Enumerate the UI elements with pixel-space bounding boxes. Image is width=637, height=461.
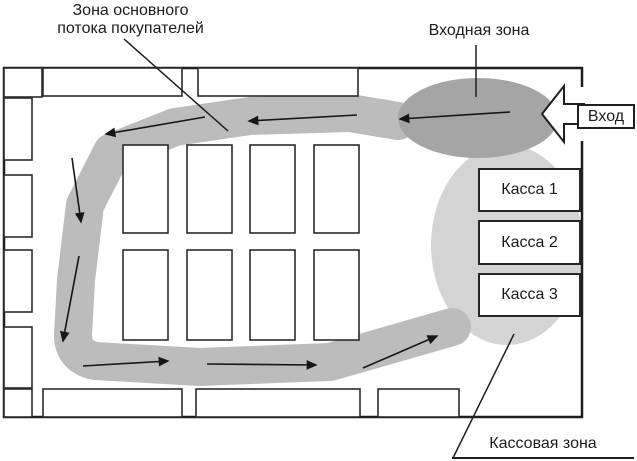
shelf xyxy=(3,67,43,98)
main-flow-zone-label-line2: потока покупателей xyxy=(57,20,204,37)
shelf xyxy=(249,144,296,234)
shelf xyxy=(377,388,460,418)
shelf xyxy=(313,144,360,234)
checkout-3: Касса 3 xyxy=(478,273,581,317)
shelf xyxy=(42,67,183,97)
shelf xyxy=(3,174,33,238)
flow-arrow xyxy=(59,255,80,343)
shelf xyxy=(3,326,33,389)
shelf xyxy=(122,249,169,341)
entrance-zone-ellipse xyxy=(398,78,558,158)
flow-arrow xyxy=(104,116,206,138)
entrance-zone-label: Входная зона xyxy=(428,22,530,39)
checkout-1: Касса 1 xyxy=(478,168,581,212)
shelf xyxy=(122,144,169,234)
checkout-2: Касса 2 xyxy=(478,220,581,265)
shelf xyxy=(3,388,33,418)
shelves-group xyxy=(3,67,460,418)
main-flow-zone-label: Зона основного потока покупателей xyxy=(28,2,233,38)
shelf xyxy=(195,388,361,418)
shelf xyxy=(3,97,33,161)
flow-arrow xyxy=(71,157,85,224)
flow-arrow xyxy=(82,356,170,367)
entrance-sign: Вход xyxy=(577,104,635,129)
store-walls xyxy=(2,66,584,419)
shelf xyxy=(42,388,183,418)
flow-arrows-group xyxy=(59,111,511,370)
pointer-lines-group xyxy=(123,38,515,459)
flow-arrow xyxy=(362,335,439,369)
shelf xyxy=(3,249,33,313)
shelf xyxy=(249,249,296,341)
flow-arrow xyxy=(206,360,318,370)
shelf xyxy=(313,249,360,341)
flow-arrow xyxy=(247,114,358,126)
shelf xyxy=(186,249,233,341)
shelf xyxy=(186,144,233,234)
cashier-zone-pointer-line xyxy=(452,333,515,459)
flow-arrow xyxy=(398,111,511,124)
main-flow-pointer-line xyxy=(123,38,229,132)
shelf xyxy=(197,67,359,97)
cashier-zone-label: Кассовая зона xyxy=(452,435,634,459)
main-flow-zone-label-line1: Зона основного xyxy=(72,2,189,19)
main-flow-path xyxy=(54,94,471,386)
